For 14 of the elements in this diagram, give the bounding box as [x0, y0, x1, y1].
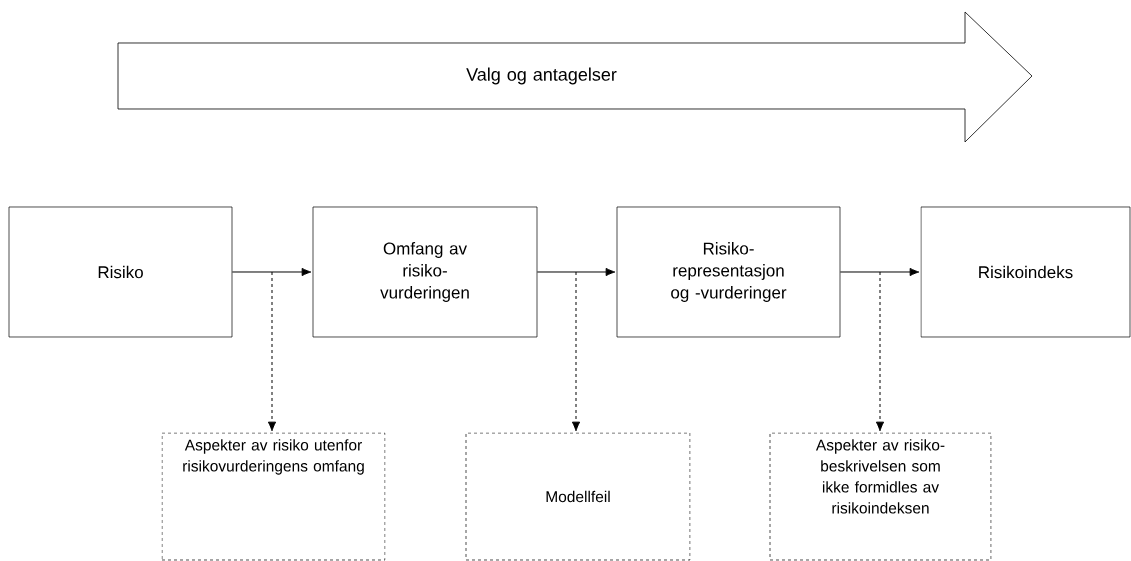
arrow: [536, 267, 616, 277]
process-box: Omfang av risiko- vurderingen: [312, 206, 538, 338]
arrow: [571, 271, 581, 432]
direction-arrow-banner: Valg og antagelser: [117, 11, 1033, 143]
arrow: [231, 267, 312, 277]
dashed-box: Aspekter av risiko utenfor risikovurderingens omfang: [161, 432, 386, 561]
arrow: [267, 271, 277, 432]
process-box: Risiko- representasjon og -vurderinger: [616, 206, 841, 338]
dashed-box: Modellfeil: [465, 432, 691, 561]
arrow: [875, 271, 885, 432]
dashed-box: Aspekter av risiko- beskrivelsen som ikke formidles av risikoindeksen: [769, 432, 992, 561]
process-box: Risiko: [8, 206, 233, 338]
process-box: Risikoindeks: [920, 206, 1131, 338]
arrow: [839, 267, 920, 277]
